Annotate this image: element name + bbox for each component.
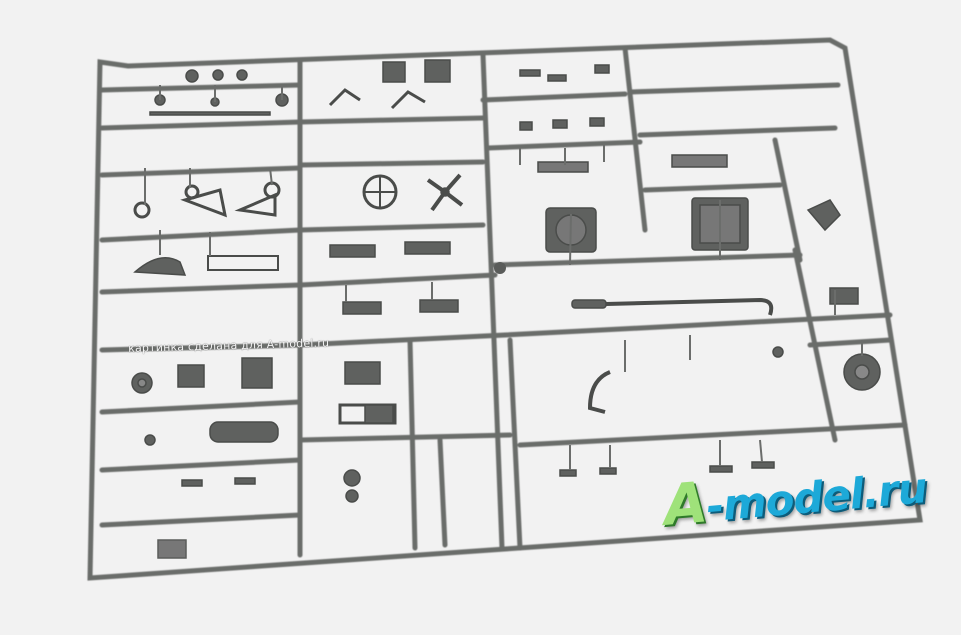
watermark-letter: A bbox=[661, 470, 710, 539]
sprue-post bbox=[494, 262, 506, 274]
sprue-gates bbox=[144, 85, 863, 470]
sprue-runners bbox=[87, 37, 923, 581]
